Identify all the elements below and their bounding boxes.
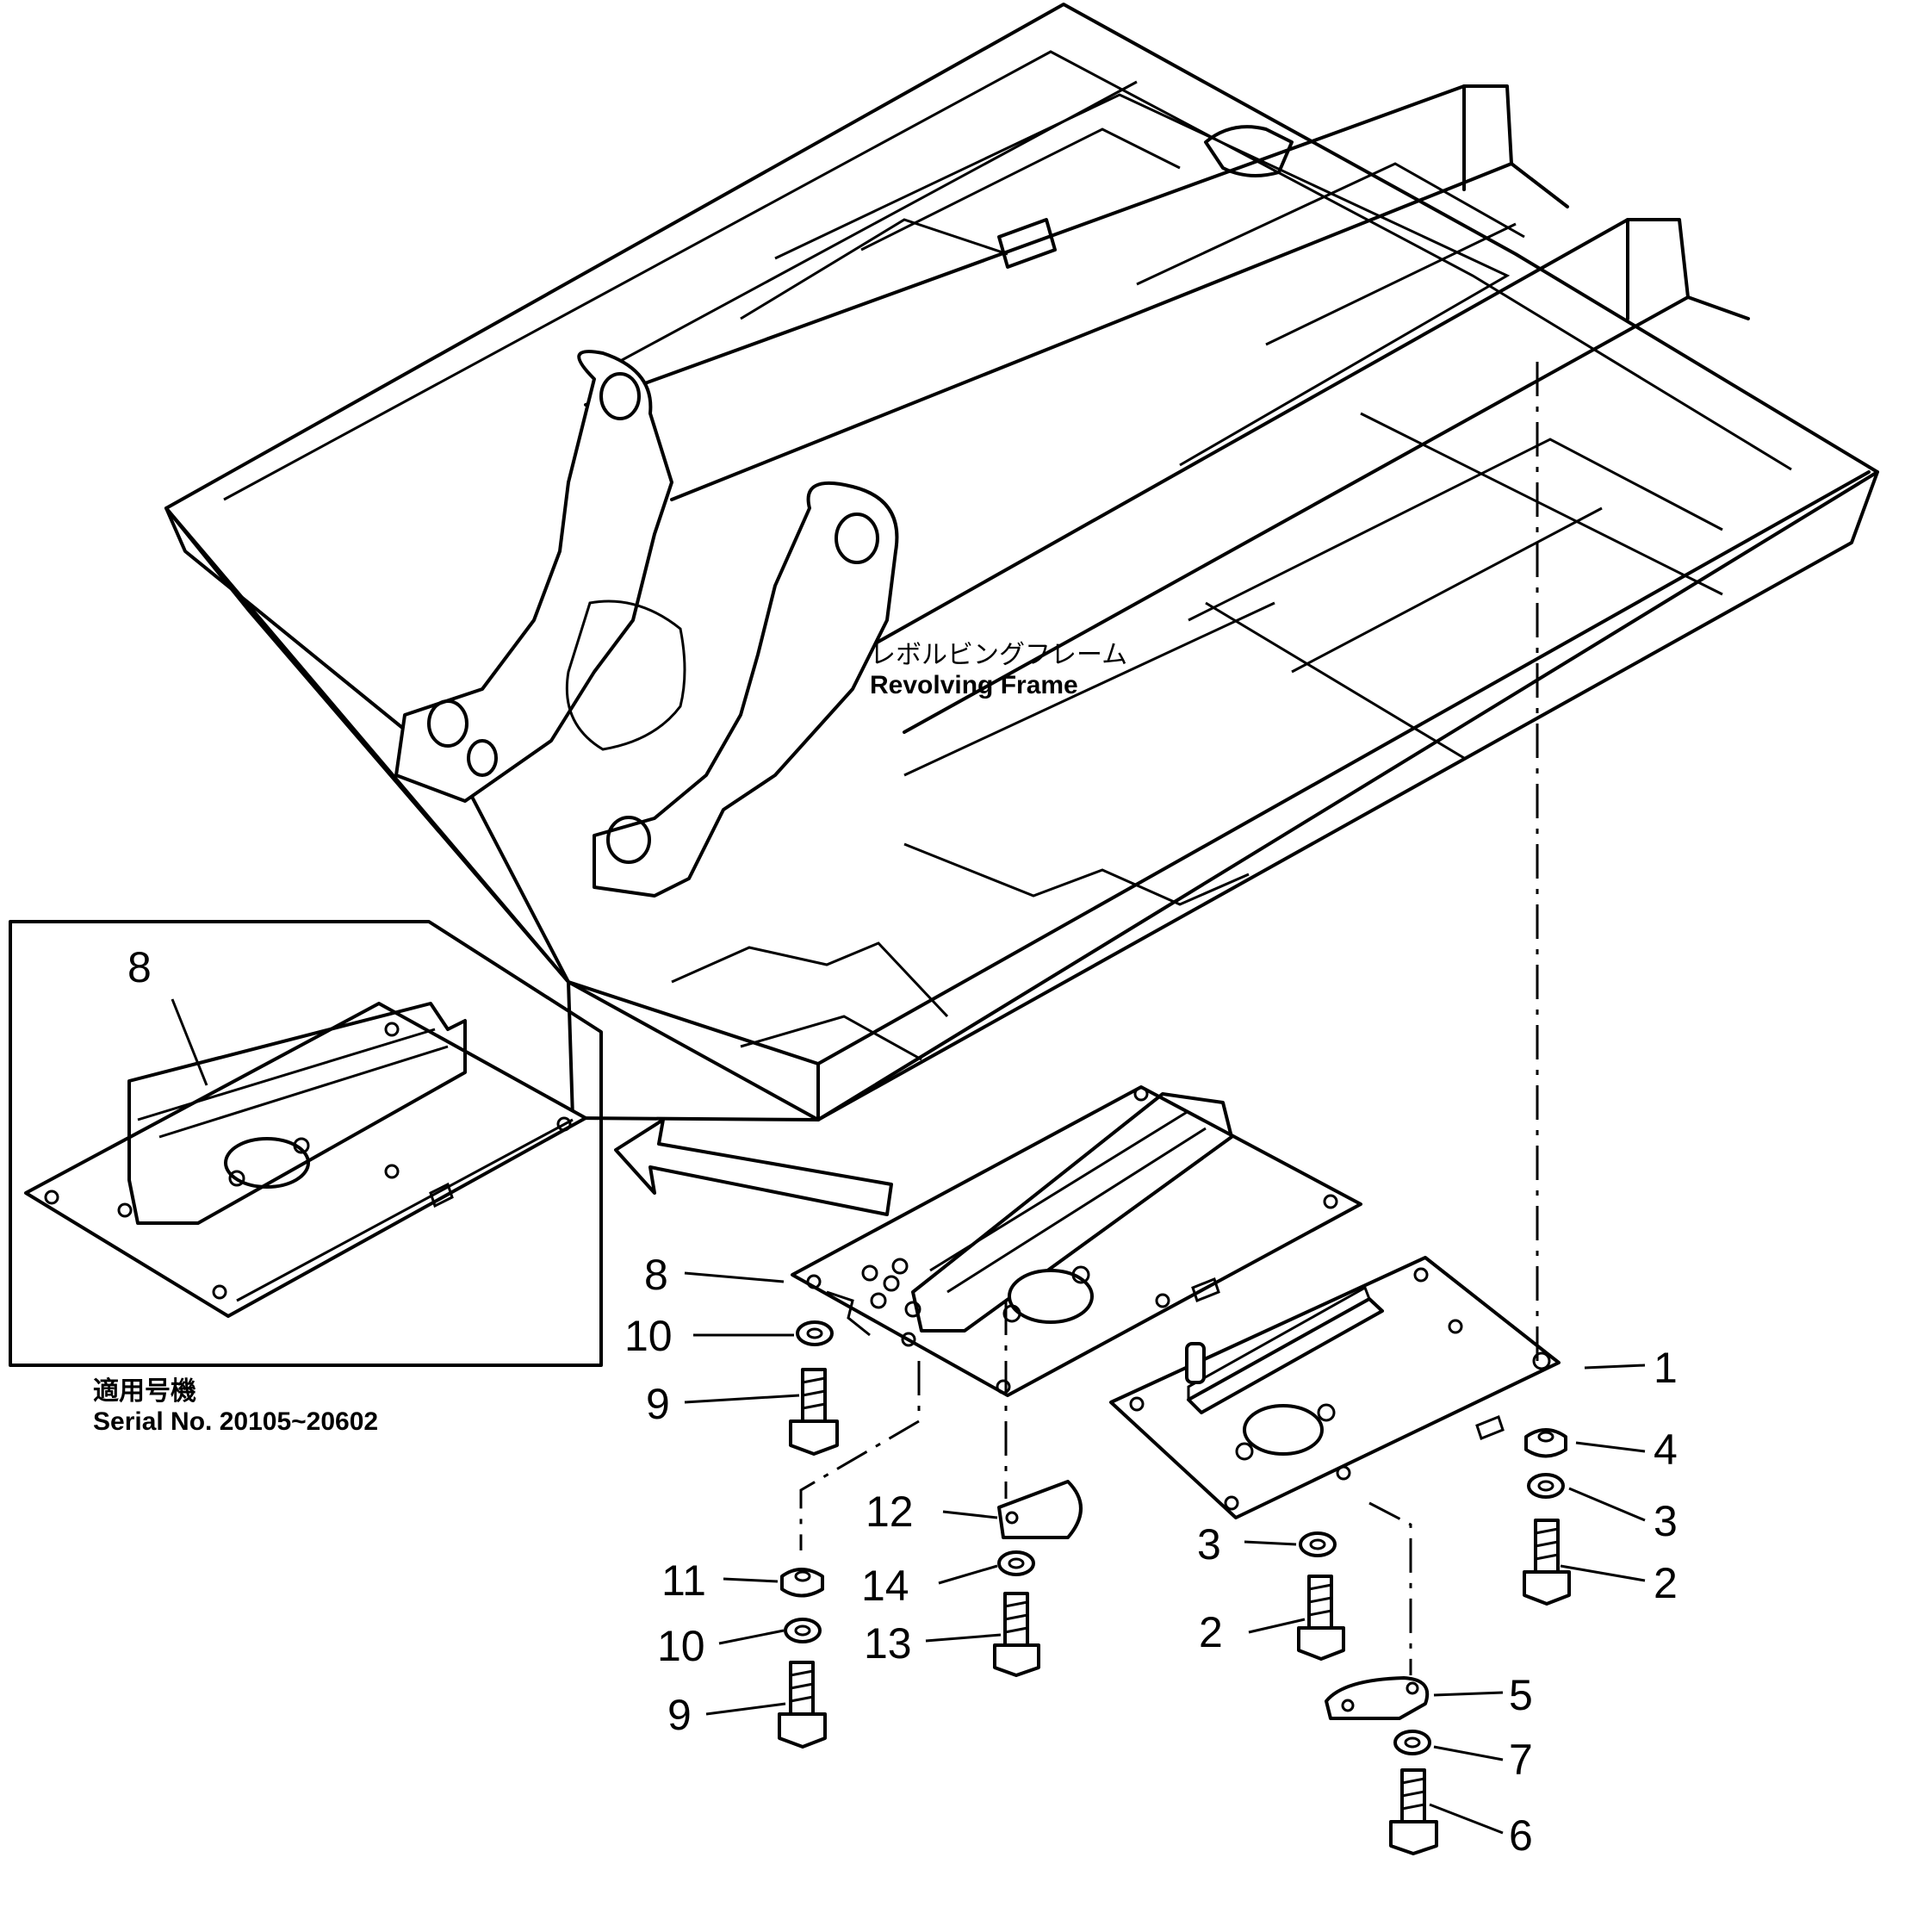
washer-3-right (1527, 1473, 1565, 1499)
bolt-9-lower (778, 1661, 827, 1749)
serial-caption: 適用号機 Serial No. 20105~20602 (93, 1376, 378, 1436)
callout-6: 6 (1509, 1811, 1533, 1860)
washer-10-lower (784, 1618, 822, 1643)
callout-1: 1 (1654, 1344, 1678, 1392)
callout-10: 10 (624, 1312, 673, 1360)
bolt-13 (993, 1592, 1040, 1677)
assembly-centerlines (799, 362, 1539, 1675)
washer-3-middle (1299, 1531, 1337, 1557)
callout-9: 9 (667, 1691, 692, 1739)
leader-lines (684, 1271, 1646, 1835)
inset-panel: 8 (9, 920, 603, 1367)
hardware-parts (778, 1320, 1571, 1855)
frame-label-en: Revolving Frame (870, 671, 1078, 699)
callout-7: 7 (1509, 1736, 1533, 1784)
washer-10-upper (796, 1320, 834, 1346)
serial-label-jp: 適用号機 (93, 1376, 196, 1406)
bolt-9-upper (789, 1368, 839, 1456)
callout-5: 5 (1509, 1671, 1533, 1719)
callout-8: 8 (644, 1251, 668, 1299)
nut-4 (1524, 1428, 1567, 1458)
callout-3: 3 (1654, 1497, 1678, 1545)
cover-12 (997, 1480, 1083, 1539)
inset-callout-8: 8 (127, 943, 152, 991)
callout-2: 2 (1199, 1608, 1223, 1656)
revolving-frame-drawing (164, 3, 1879, 1121)
nut-11 (780, 1568, 824, 1598)
right-cover-plate (1109, 1256, 1561, 1519)
callout-10: 10 (657, 1622, 705, 1670)
bolt-6 (1389, 1768, 1438, 1855)
washer-7 (1393, 1730, 1431, 1755)
frame-label-jp: レボルビングフレーム (870, 640, 1127, 670)
bolt-2-right (1523, 1519, 1571, 1606)
callout-14: 14 (861, 1562, 909, 1610)
left-cover-plate (791, 1085, 1362, 1397)
callout-11: 11 (661, 1556, 706, 1605)
frame-label: レボルビングフレーム Revolving Frame (870, 640, 1127, 699)
callout-4: 4 (1654, 1426, 1678, 1474)
view-arrow (614, 1118, 893, 1216)
callout-12: 12 (866, 1488, 914, 1536)
callout-3: 3 (1197, 1520, 1221, 1569)
callout-2: 2 (1654, 1559, 1678, 1607)
bolt-2-middle (1297, 1575, 1345, 1661)
washer-14 (997, 1550, 1035, 1576)
callout-13: 13 (864, 1619, 912, 1668)
callout-numbers: 1 4 3 2 3 2 5 7 6 8 10 9 12 11 14 10 13 … (624, 1251, 1678, 1860)
callout-9: 9 (646, 1380, 670, 1428)
serial-range: Serial No. 20105~20602 (93, 1407, 378, 1436)
